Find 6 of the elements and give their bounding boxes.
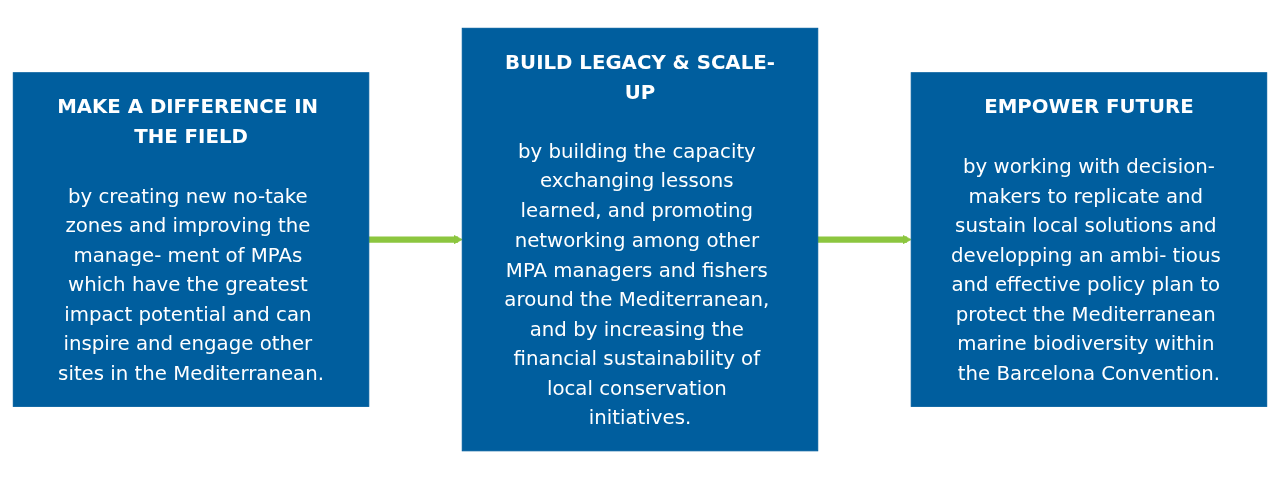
- arrow: [368, 235, 463, 245]
- node-box: [12, 72, 370, 408]
- arrow: [817, 235, 912, 245]
- node-box: [461, 28, 819, 452]
- node-box: [910, 72, 1268, 408]
- flowchart: MAKE A DIFFERENCE IN THE FIELD by creating new no-take zones and improving the manage- ment of MPAs which have the greatest impact potential and can inspire and engage other sites in the Mediterranean. BUILD LEGACY & SCALE-UP by building the capacity exchanging lessons learned, and promoting networking among other MPA managers and fishers around the Mediterranean, and by increasing the financial sustainability of local conservation initiatives. EMPOWER FUTURE by working with decision-makers to replicate and sustain local solutions and developping an ambi- tious and effective policy plan to protect the Mediterranean marine biodiversity within the Barcelona Convention.: [5, 20, 1275, 460]
